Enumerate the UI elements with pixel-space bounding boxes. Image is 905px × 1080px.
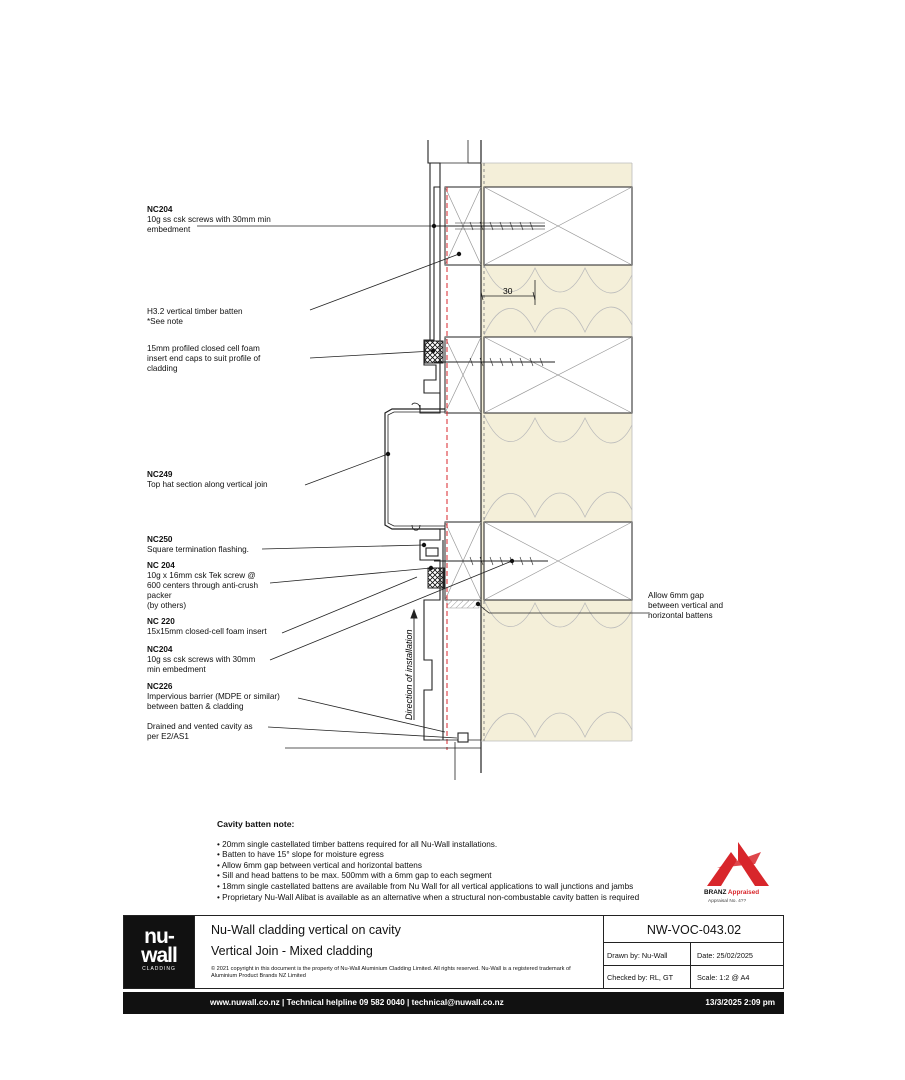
drawing-date: Date: 25/02/2025 — [697, 951, 753, 960]
foam-insert — [427, 567, 445, 589]
gap-hatch — [446, 599, 480, 609]
label-code: NC 204 — [147, 561, 175, 570]
label-gap: Allow 6mm gap between vertical and horiz… — [648, 591, 724, 620]
note-item: Batten to have 15° slope for moisture eg… — [217, 850, 697, 861]
label-nc250: NC250 Square termination flashing. — [147, 535, 249, 555]
label-cavity: Drained and vented cavity as per E2/AS1 — [147, 722, 253, 741]
branz-text: BRANZ Appraised — [704, 889, 759, 896]
footer-bar: www.nuwall.co.nz | Technical helpline 09… — [123, 992, 784, 1014]
label-code: NC 220 — [147, 617, 175, 626]
cavity-batten-notes: Cavity batten note: 20mm single castella… — [217, 819, 697, 903]
branz-sub: Appraisal No. 4?? — [708, 899, 747, 904]
label-desc: Square termination flashing. — [147, 545, 249, 554]
label-code: NC250 — [147, 535, 173, 544]
horizontal-batten — [483, 186, 633, 601]
logo-line2: wall — [141, 944, 178, 967]
label-nc249: NC249 Top hat section along vertical joi… — [147, 470, 268, 490]
leader-lines — [197, 225, 648, 739]
label-code: NC249 — [147, 470, 173, 479]
label-desc: 15x15mm closed-cell foam insert — [147, 627, 267, 636]
label-nc204-top: NC204 10g ss csk screws with 30mm min em… — [147, 205, 271, 235]
note-item: Sill and head battens to be max. 500mm w… — [217, 871, 697, 882]
logo-line1: nu- — [144, 925, 175, 948]
direction-arrow — [410, 608, 418, 720]
label-foam-insert: 15mm profiled closed cell foam insert en… — [147, 344, 261, 373]
cladding-profile-lower — [419, 529, 481, 780]
drawing-title: Nu-Wall cladding vertical on cavity — [211, 923, 401, 937]
direction-label: Direction of installation — [404, 629, 414, 720]
leader-dots — [385, 223, 515, 607]
cladding-profile — [419, 140, 481, 414]
branz-appraised: Appraised — [727, 889, 760, 896]
branz-mark-icon — [707, 842, 769, 886]
note-item: 20mm single castellated timber battens r… — [217, 840, 697, 851]
top-hat-section — [384, 408, 445, 530]
nuwall-logo: nu- wall CLADDING — [124, 916, 194, 988]
drawing-subtitle: Vertical Join - Mixed cladding — [211, 944, 373, 958]
note-item: 18mm single castellated battens are avai… — [217, 882, 697, 893]
dimension-30 — [480, 280, 536, 305]
insulation-wave — [483, 264, 633, 741]
notes-list: 20mm single castellated timber battens r… — [217, 840, 697, 904]
copyright-text: © 2021 copyright in this document is the… — [211, 966, 571, 979]
logo-sub: CLADDING — [142, 966, 176, 972]
checked-by: Checked by: RL, GT — [607, 973, 674, 982]
label-desc: Impervious barrier (MDPE or similar) bet… — [147, 692, 280, 711]
label-desc: Top hat section along vertical join — [147, 480, 268, 489]
notes-title: Cavity batten note: — [217, 819, 295, 829]
title-block: nu- wall CLADDING Nu-Wall cladding verti… — [123, 915, 784, 989]
footer-timestamp: 13/3/2025 2:09 pm — [705, 998, 775, 1007]
label-desc: 10g ss csk screws with 30mm min embedmen… — [147, 655, 256, 674]
note-item: Allow 6mm gap between vertical and horiz… — [217, 861, 697, 872]
label-desc: 10g ss csk screws with 30mm min embedmen… — [147, 215, 271, 234]
label-batten: H3.2 vertical timber batten *See note — [147, 307, 243, 326]
label-nc226: NC226 Impervious barrier (MDPE or simila… — [147, 682, 280, 712]
drawn-by: Drawn by: Nu-Wall — [607, 951, 668, 960]
dim-30-label: 30 — [503, 286, 513, 296]
label-code: NC226 — [147, 682, 173, 691]
label-desc: 10g x 16mm csk Tek screw @ 600 centers t… — [147, 571, 259, 610]
label-nc204-tek: NC 204 10g x 16mm csk Tek screw @ 600 ce… — [147, 561, 258, 611]
branz-brand: BRANZ — [704, 889, 727, 896]
screw — [434, 221, 555, 566]
vertical-batten — [444, 186, 482, 601]
drawing-scale: Scale: 1:2 @ A4 — [697, 973, 750, 982]
label-code: NC204 — [147, 645, 173, 654]
note-item: Proprietary Nu-Wall Alibat is available … — [217, 893, 697, 904]
label-nc204-bottom: NC204 10g ss csk screws with 30mm min em… — [147, 645, 255, 675]
footer-contact: www.nuwall.co.nz | Technical helpline 09… — [210, 998, 504, 1007]
label-nc220: NC 220 15x15mm closed-cell foam insert — [147, 617, 267, 637]
branz-appraised-logo: BRANZ Appraised Appraisal No. 4?? — [703, 838, 773, 908]
label-code: NC204 — [147, 205, 173, 214]
drawing-code: NW-VOC-043.02 — [646, 923, 742, 937]
